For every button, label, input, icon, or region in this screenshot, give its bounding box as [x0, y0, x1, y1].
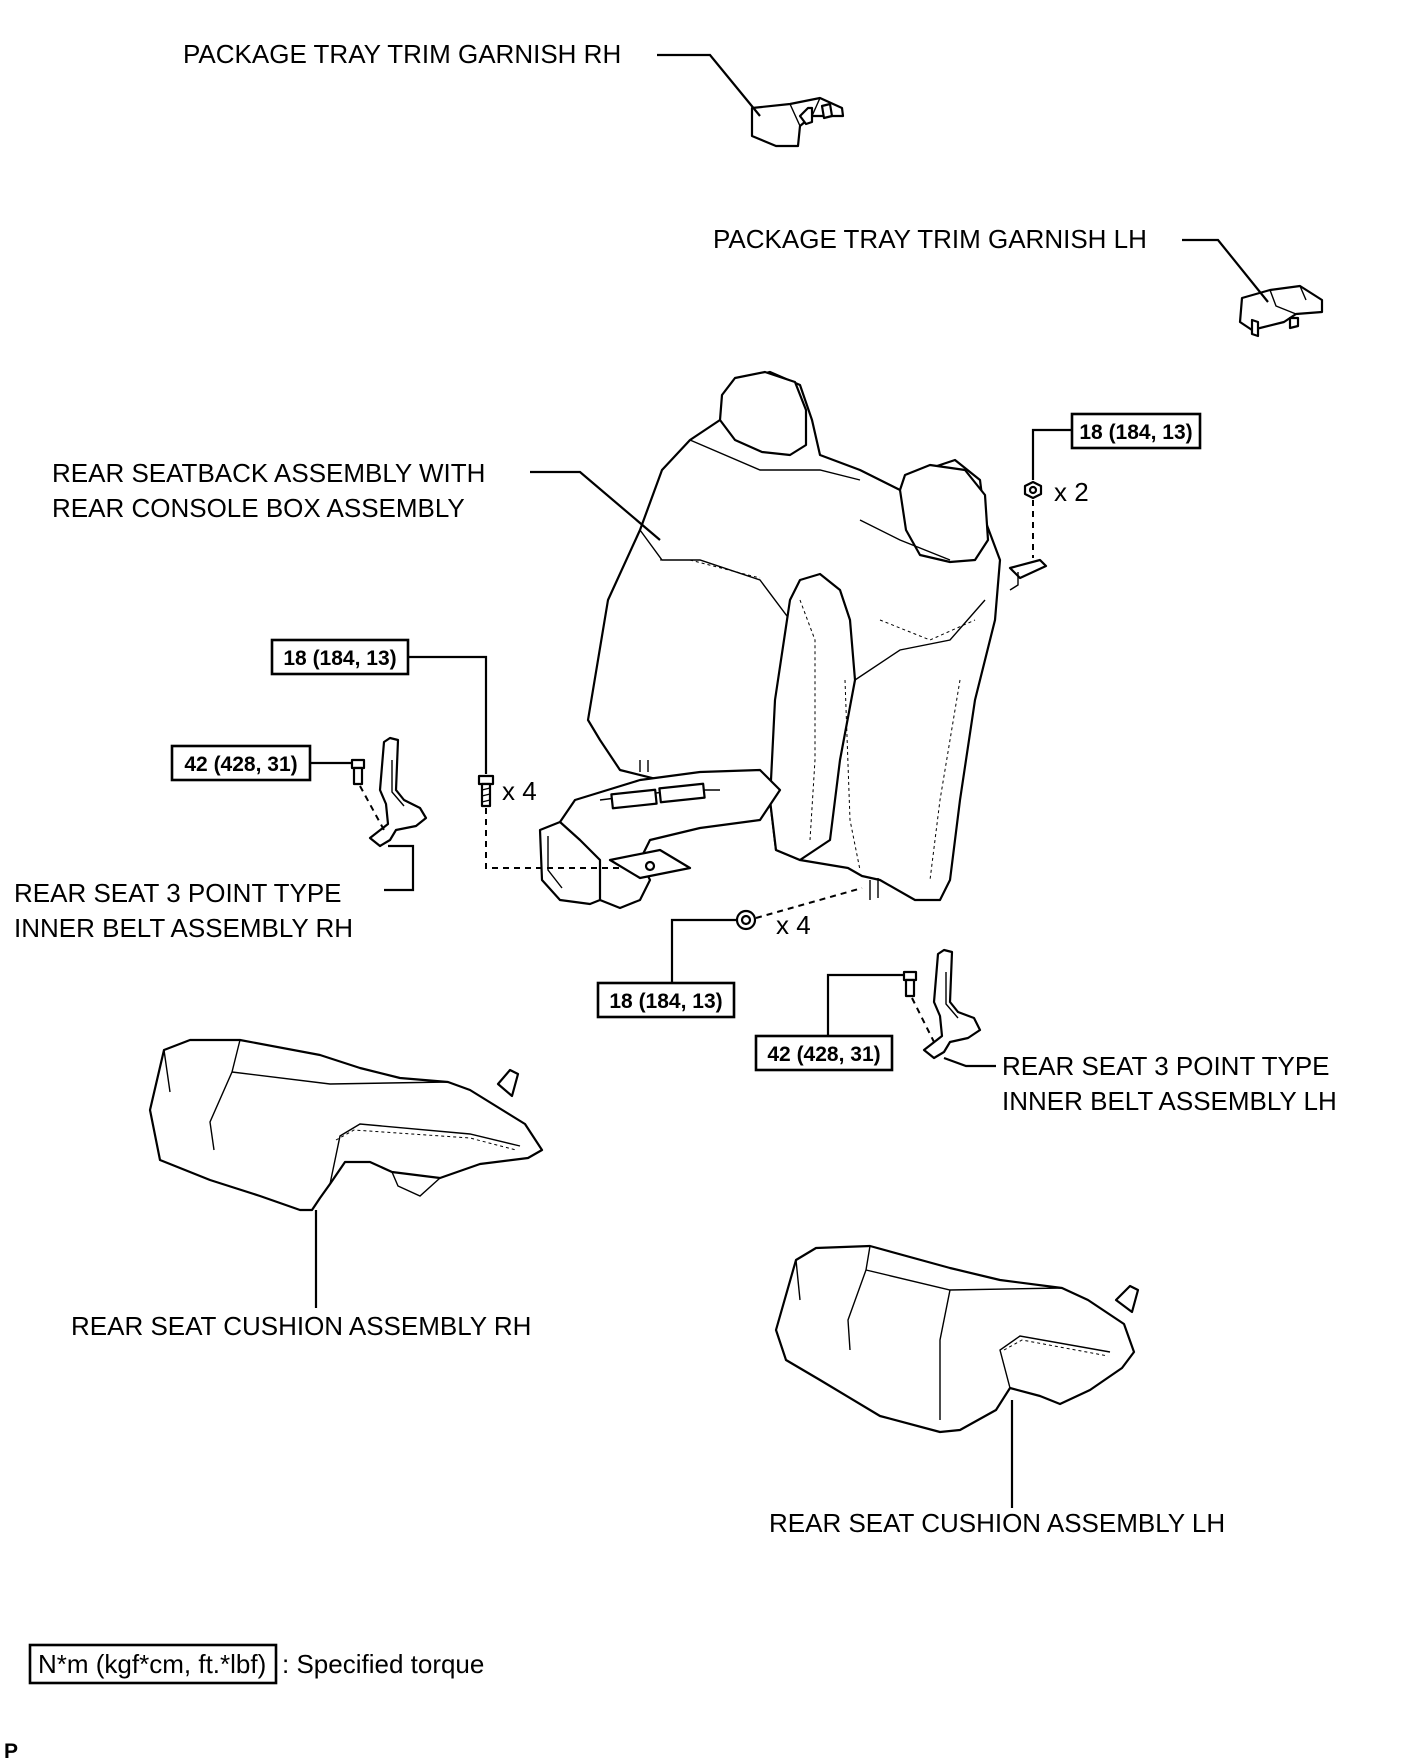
- torque-bolt-left: 18 (184, 13): [283, 647, 396, 670]
- cushion-lh-callout: REAR SEAT CUSHION ASSEMBLY LH: [769, 1400, 1225, 1538]
- legend-box: [28, 1643, 278, 1685]
- qty-nut-top-right: x 2: [1054, 477, 1089, 507]
- garnish-lh-part: [1238, 284, 1324, 338]
- qty-bolt-left: x 4: [502, 776, 537, 806]
- cushion-rh-part: [148, 1038, 544, 1212]
- torque-belt-lh: 42 (428, 31): [767, 1043, 880, 1066]
- garnish-lh-callout: PACKAGE TRAY TRIM GARNISH LH: [713, 224, 1269, 303]
- torque-box-belt-lh: [754, 1034, 894, 1072]
- belt-rh-label-line2: INNER BELT ASSEMBLY RH: [14, 913, 353, 943]
- torque-belt-rh: 42 (428, 31): [184, 753, 297, 776]
- belt-lh-part: 42 (428, 31): [754, 948, 982, 1072]
- corner-mark: P: [4, 1740, 18, 1763]
- belt-rh-label-line1: REAR SEAT 3 POINT TYPE: [14, 878, 342, 908]
- torque-legend: N*m (kgf*cm, ft.*lbf) : Specified torque: [28, 1643, 484, 1685]
- cushion-lh-part: [774, 1244, 1140, 1434]
- seatback-label-line2: REAR CONSOLE BOX ASSEMBLY: [52, 493, 465, 523]
- torque-box-nut-top-right: [1070, 412, 1202, 450]
- cushion-lh-label: REAR SEAT CUSHION ASSEMBLY LH: [769, 1508, 1225, 1538]
- belt-lh-label-line2: INNER BELT ASSEMBLY LH: [1002, 1086, 1337, 1116]
- nut-top-right: 18 (184, 13) x 2: [1023, 412, 1202, 558]
- belt-lh-callout: REAR SEAT 3 POINT TYPE INNER BELT ASSEMB…: [943, 1051, 1337, 1116]
- cushion-rh-callout: REAR SEAT CUSHION ASSEMBLY RH: [71, 1210, 531, 1341]
- rear-seatback-part: [538, 370, 1048, 910]
- bolt-left: 18 (184, 13) x 4: [270, 638, 620, 869]
- torque-bolt-bottom: 18 (184, 13): [609, 990, 722, 1013]
- garnish-rh-part: [750, 96, 845, 148]
- garnish-rh-callout: PACKAGE TRAY TRIM GARNISH RH: [183, 39, 761, 117]
- belt-rh-callout: REAR SEAT 3 POINT TYPE INNER BELT ASSEMB…: [14, 844, 415, 943]
- seatback-label-line1: REAR SEATBACK ASSEMBLY WITH: [52, 458, 485, 488]
- legend-description: : Specified torque: [282, 1649, 484, 1679]
- cushion-rh-label: REAR SEAT CUSHION ASSEMBLY RH: [71, 1311, 531, 1341]
- garnish-lh-label: PACKAGE TRAY TRIM GARNISH LH: [713, 224, 1147, 254]
- seatback-callout: REAR SEATBACK ASSEMBLY WITH REAR CONSOLE…: [52, 458, 661, 541]
- torque-box-bolt-left: [270, 638, 410, 676]
- torque-box-bolt-bottom: [596, 981, 736, 1019]
- garnish-rh-label: PACKAGE TRAY TRIM GARNISH RH: [183, 39, 621, 69]
- bolt-bottom: 18 (184, 13) x 4: [596, 887, 863, 1019]
- legend-box-text: N*m (kgf*cm, ft.*lbf): [38, 1649, 266, 1679]
- belt-lh-label-line1: REAR SEAT 3 POINT TYPE: [1002, 1051, 1330, 1081]
- qty-bolt-bottom: x 4: [776, 910, 811, 940]
- belt-rh-part: 42 (428, 31): [170, 736, 428, 848]
- torque-box-belt-rh: [170, 744, 312, 782]
- torque-nut-top-right: 18 (184, 13): [1079, 421, 1192, 444]
